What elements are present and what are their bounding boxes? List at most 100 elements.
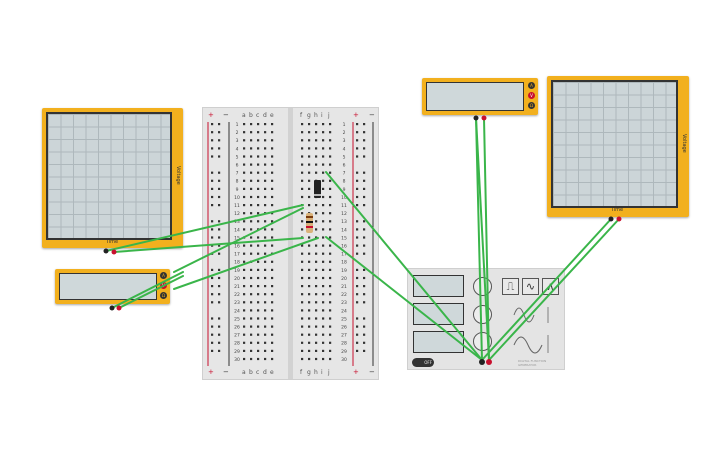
breadboard-hole[interactable] [250, 357, 253, 361]
wire[interactable] [481, 218, 612, 361]
wire[interactable] [325, 236, 483, 361]
breadboard-hole[interactable] [322, 325, 325, 328]
rail-hole[interactable] [363, 195, 366, 199]
breadboard-hole[interactable] [257, 268, 260, 271]
breadboard-hole[interactable] [257, 163, 260, 166]
breadboard-hole[interactable] [315, 236, 318, 239]
breadboard-hole[interactable] [264, 187, 267, 190]
breadboard-hole[interactable] [243, 212, 246, 215]
rail-hole[interactable] [356, 187, 359, 190]
breadboard-hole[interactable] [315, 325, 318, 328]
breadboard-hole[interactable] [250, 204, 253, 207]
rail-hole[interactable] [363, 341, 366, 344]
rail-hole[interactable] [218, 244, 221, 247]
breadboard-hole[interactable] [329, 301, 332, 304]
breadboard-hole[interactable] [322, 333, 325, 336]
breadboard-hole[interactable] [243, 301, 246, 304]
breadboard-hole[interactable] [322, 171, 325, 174]
breadboard-hole[interactable] [243, 252, 246, 255]
breadboard-hole[interactable] [308, 131, 311, 134]
rail-hole[interactable] [211, 341, 214, 344]
breadboard-hole[interactable] [264, 357, 267, 361]
rail-hole[interactable] [356, 268, 359, 271]
breadboard-hole[interactable] [322, 301, 325, 304]
breadboard-hole[interactable] [322, 179, 325, 182]
probe-black[interactable] [608, 216, 614, 222]
breadboard-hole[interactable] [301, 131, 304, 134]
wire-group[interactable] [105, 117, 620, 361]
rail-hole[interactable] [211, 155, 214, 158]
breadboard-hole[interactable] [315, 317, 318, 320]
rail-hole[interactable] [363, 325, 366, 328]
rail-hole[interactable] [218, 276, 221, 280]
breadboard-hole[interactable] [243, 179, 246, 182]
breadboard-hole[interactable] [271, 179, 274, 182]
breadboard-hole[interactable] [322, 228, 325, 231]
breadboard-hole[interactable] [315, 252, 318, 255]
rail-hole[interactable] [211, 293, 214, 296]
breadboard-hole[interactable] [301, 301, 304, 304]
breadboard-hole[interactable] [243, 123, 246, 126]
breadboard-hole[interactable] [301, 309, 304, 312]
rail-hole[interactable] [218, 293, 221, 296]
breadboard-hole[interactable] [322, 268, 325, 271]
breadboard-hole[interactable] [257, 341, 260, 344]
breadboard-hole[interactable] [301, 195, 304, 199]
rail-hole[interactable] [356, 317, 359, 320]
breadboard-hole[interactable] [264, 171, 267, 174]
breadboard-hole[interactable] [264, 285, 267, 288]
breadboard-hole[interactable] [301, 325, 304, 328]
breadboard-hole[interactable] [243, 147, 246, 150]
rail-hole[interactable] [356, 195, 359, 199]
rail-hole[interactable] [211, 187, 214, 190]
breadboard-hole[interactable] [250, 293, 253, 296]
breadboard-hole[interactable] [271, 220, 274, 223]
breadboard-hole[interactable] [257, 357, 260, 361]
breadboard-hole[interactable] [315, 285, 318, 288]
breadboard-hole[interactable] [250, 285, 253, 288]
breadboard-hole[interactable] [264, 123, 267, 126]
breadboard-hole[interactable] [250, 171, 253, 174]
breadboard-hole[interactable] [264, 325, 267, 328]
breadboard-hole[interactable] [257, 252, 260, 255]
breadboard-hole[interactable] [322, 204, 325, 207]
breadboard-hole[interactable] [315, 341, 318, 344]
breadboard-hole[interactable] [301, 155, 304, 158]
breadboard-hole[interactable] [301, 187, 304, 190]
breadboard-hole[interactable] [322, 163, 325, 166]
breadboard-hole[interactable] [264, 301, 267, 304]
breadboard-hole[interactable] [308, 357, 311, 361]
rail-hole[interactable] [218, 179, 221, 182]
rail-hole[interactable] [211, 333, 214, 336]
breadboard-hole[interactable] [322, 252, 325, 255]
breadboard-hole[interactable] [308, 171, 311, 174]
breadboard-hole[interactable] [257, 349, 260, 352]
rail-hole[interactable] [363, 187, 366, 190]
breadboard-hole[interactable] [322, 212, 325, 215]
breadboard-hole[interactable] [264, 252, 267, 255]
breadboard-hole[interactable] [322, 293, 325, 296]
breadboard-hole[interactable] [257, 123, 260, 126]
breadboard-hole[interactable] [271, 187, 274, 190]
rail-hole[interactable] [356, 139, 359, 142]
rail-hole[interactable] [211, 301, 214, 304]
breadboard-hole[interactable] [315, 139, 318, 142]
rail-hole[interactable] [218, 341, 221, 344]
breadboard-hole[interactable] [329, 293, 332, 296]
breadboard-hole[interactable] [271, 325, 274, 328]
breadboard-hole[interactable] [322, 195, 325, 199]
breadboard-hole[interactable] [271, 123, 274, 126]
breadboard-hole[interactable] [250, 333, 253, 336]
breadboard-hole[interactable] [315, 220, 318, 223]
breadboard-hole[interactable] [243, 139, 246, 142]
breadboard-hole[interactable] [329, 244, 332, 247]
breadboard-hole[interactable] [301, 333, 304, 336]
breadboard-hole[interactable] [257, 325, 260, 328]
breadboard-hole[interactable] [250, 131, 253, 134]
rail-hole[interactable] [363, 301, 366, 304]
breadboard-hole[interactable] [329, 147, 332, 150]
probe-red[interactable] [481, 115, 487, 121]
rail-hole[interactable] [363, 293, 366, 296]
rail-hole[interactable] [356, 123, 359, 126]
breadboard-hole[interactable] [308, 236, 311, 239]
